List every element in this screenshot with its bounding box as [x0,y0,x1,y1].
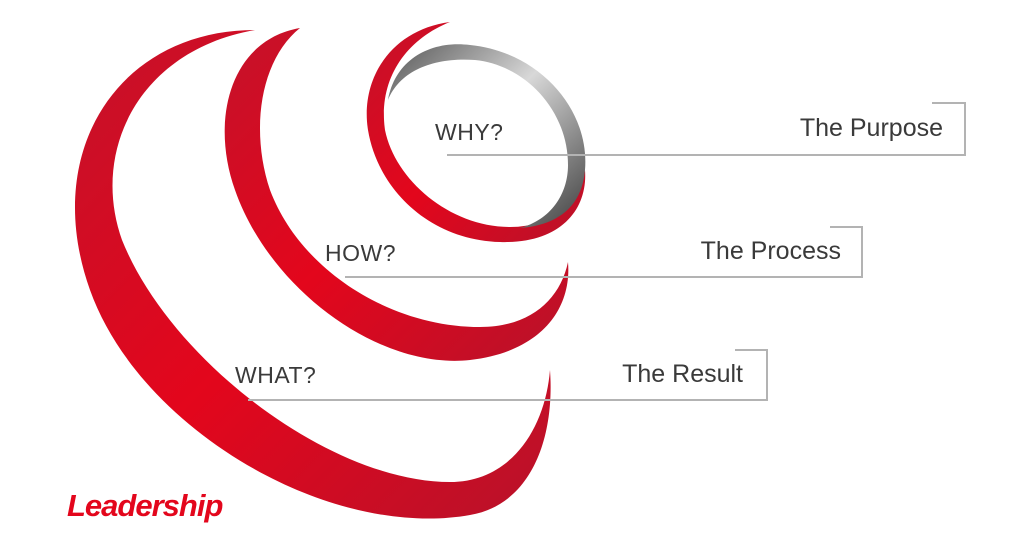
why-connector-line [447,102,966,156]
leadership-logo: Leadership [67,488,223,523]
why-label: WHY? [435,119,504,145]
middle-red-arc [224,28,569,361]
result-label: The Result [622,360,743,388]
outer-red-arc [74,30,551,519]
gray-ring [388,44,586,229]
how-connector-line [345,226,863,278]
inner-red-arc [366,22,586,243]
purpose-label: The Purpose [799,114,943,142]
process-label: The Process [700,237,841,265]
what-connector-line [248,349,768,401]
what-label: WHAT? [235,362,317,388]
how-label: HOW? [325,240,396,266]
